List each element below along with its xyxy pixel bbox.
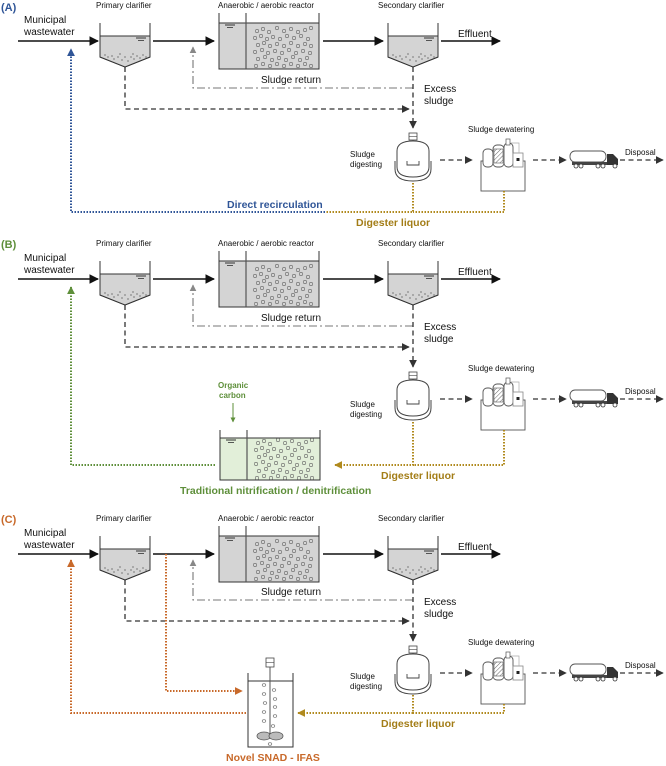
secondary-clarifier xyxy=(387,260,439,306)
wastewater-label: wastewater xyxy=(23,265,75,276)
primary-sludge-line xyxy=(124,580,410,625)
nitrification-return-line xyxy=(67,286,215,466)
excess-label: Excess xyxy=(424,597,456,608)
municipal-label: Municipal xyxy=(24,15,66,26)
sludge-dewatering-label: Sludge dewatering xyxy=(468,125,534,134)
sludge-label: sludge xyxy=(424,334,454,345)
disposal-label: Disposal xyxy=(625,387,656,396)
sludge-return-label: Sludge return xyxy=(261,587,321,598)
primary-clarifier xyxy=(99,260,151,306)
municipal-label: Municipal xyxy=(24,528,66,539)
sludge-dewatering-unit xyxy=(480,377,526,431)
organic-carbon-label-1: Organic xyxy=(218,381,249,390)
sludge-return-line xyxy=(189,559,413,601)
panel-c: (C) Municipal wastewater Primary clarifi… xyxy=(1,514,664,764)
effluent-label: Effluent xyxy=(458,267,492,278)
secondary-clarifier xyxy=(387,22,439,68)
sludge-return-label: Sludge return xyxy=(261,313,321,324)
sludge-dewatering-unit xyxy=(480,651,526,705)
snad-return-line xyxy=(67,559,246,714)
sludge-digesting-label-1: Sludge xyxy=(350,672,375,681)
nitrification-denitrification-tank xyxy=(219,430,321,481)
primary-clarifier-label: Primary clarifier xyxy=(96,1,152,10)
digester-liquor-label: Digester liquor xyxy=(356,217,430,229)
digester-liquor-line xyxy=(325,183,414,213)
sludge-digester xyxy=(394,371,432,421)
sludge-digesting-label-2: digesting xyxy=(350,160,382,169)
truck-icon xyxy=(569,663,619,682)
truck-icon xyxy=(569,150,619,169)
reactor-label: Anaerobic / aerobic reactor xyxy=(218,514,314,523)
sludge-dewatering-label: Sludge dewatering xyxy=(468,364,534,373)
anaerobic-aerobic-reactor xyxy=(219,526,319,582)
primary-sludge-line xyxy=(124,305,410,351)
snad-ifas-reactor xyxy=(247,657,294,748)
secondary-clarifier-label: Secondary clarifier xyxy=(378,239,445,248)
direct-recirculation-line xyxy=(67,48,325,213)
sludge-digesting-label-2: digesting xyxy=(350,410,382,419)
wastewater-label: wastewater xyxy=(23,540,75,551)
dewatering-liquor-line xyxy=(413,430,505,466)
sludge-dewatering-unit xyxy=(480,138,526,192)
disposal-label: Disposal xyxy=(625,661,656,670)
digester-liquor-line xyxy=(334,422,414,469)
primary-effluent-feed-line xyxy=(165,554,243,695)
sludge-digester xyxy=(394,132,432,182)
excess-label: Excess xyxy=(424,322,456,333)
primary-clarifier xyxy=(99,535,151,581)
truck-icon xyxy=(569,389,619,408)
sludge-label: sludge xyxy=(424,609,454,620)
direct-recirculation-label: Direct recirculation xyxy=(227,199,323,211)
primary-sludge-line xyxy=(124,67,410,113)
anaerobic-aerobic-reactor xyxy=(219,13,319,69)
organic-carbon-label-2: carbon xyxy=(219,391,246,400)
wastewater-label: wastewater xyxy=(23,27,75,38)
reactor-label: Anaerobic / aerobic reactor xyxy=(218,1,314,10)
digester-liquor-label: Digester liquor xyxy=(381,718,455,730)
sludge-digesting-label-2: digesting xyxy=(350,682,382,691)
disposal-label: Disposal xyxy=(625,148,656,157)
digester-liquor-label: Digester liquor xyxy=(381,470,455,482)
municipal-label: Municipal xyxy=(24,253,66,264)
excess-label: Excess xyxy=(424,84,456,95)
dewatering-liquor-line xyxy=(413,191,505,213)
treatment-label: Novel SNAD - IFAS xyxy=(226,752,320,764)
primary-clarifier-label: Primary clarifier xyxy=(96,514,152,523)
sludge-return-line xyxy=(189,46,413,89)
sludge-digesting-label-1: Sludge xyxy=(350,400,375,409)
anaerobic-aerobic-reactor xyxy=(219,251,319,307)
sludge-digester xyxy=(394,645,432,695)
secondary-clarifier xyxy=(387,535,439,581)
sludge-dewatering-label: Sludge dewatering xyxy=(468,638,534,647)
dewatering-liquor-line xyxy=(413,704,505,714)
secondary-clarifier-label: Secondary clarifier xyxy=(378,514,445,523)
sludge-label: sludge xyxy=(424,96,454,107)
panel-label: (C) xyxy=(1,514,17,526)
panel-label: (A) xyxy=(1,2,17,14)
panel-b: (B) Municipal wastewater Primary clarifi… xyxy=(1,239,664,497)
sludge-digesting-label-1: Sludge xyxy=(350,150,375,159)
effluent-label: Effluent xyxy=(458,542,492,553)
effluent-label: Effluent xyxy=(458,29,492,40)
primary-clarifier xyxy=(99,22,151,68)
panel-a: (A) Municipal wastewater Primary clarifi… xyxy=(1,1,664,229)
sludge-return-label: Sludge return xyxy=(261,75,321,86)
panel-label: (B) xyxy=(1,239,17,251)
treatment-label: Traditional nitrification / denitrificat… xyxy=(180,485,371,497)
secondary-clarifier-label: Secondary clarifier xyxy=(378,1,445,10)
digester-liquor-line xyxy=(297,695,414,717)
primary-clarifier-label: Primary clarifier xyxy=(96,239,152,248)
reactor-label: Anaerobic / aerobic reactor xyxy=(218,239,314,248)
sludge-return-line xyxy=(189,284,413,327)
